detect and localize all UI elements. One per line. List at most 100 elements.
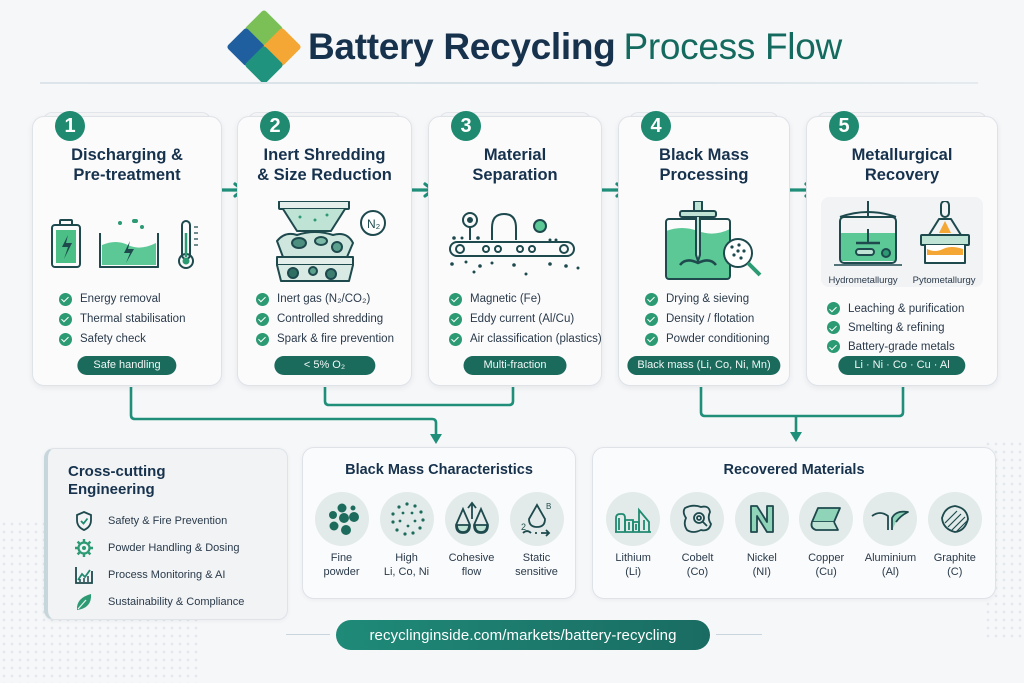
method-labels: Hydrometallurgy Pytometallurgy [821, 275, 983, 286]
gear-icon [74, 538, 94, 558]
material-item: Aluminium(Al) [860, 492, 920, 579]
cross-cutting-item: Powder Handling & Dosing [74, 534, 244, 561]
check-icon [449, 332, 462, 346]
bullet-item: Safety check [59, 329, 215, 349]
check-icon [827, 321, 840, 334]
cross-cutting-item: Process Monitoring & AI [74, 561, 244, 588]
step-card-shredding: 2 Inert Shredding& Size Reduction [237, 111, 412, 386]
step-output-badge: Li · Ni · Co · Cu · Al [838, 356, 966, 375]
aluminium-icon [863, 492, 918, 546]
step-output-badge: Multi-fraction [463, 356, 567, 375]
step-bullets: Leaching & purification Smelting & refin… [827, 299, 991, 356]
svg-text:B: B [546, 502, 551, 511]
cross-cutting-item: Safety & Fire Prevention [74, 507, 244, 534]
check-icon [256, 292, 269, 306]
nickel-icon [734, 492, 789, 546]
nitrogen-badge: N₂ [367, 217, 381, 231]
title-light: Process Flow [623, 26, 842, 67]
check-icon [645, 332, 658, 346]
flow-drops-icon [444, 492, 499, 546]
check-icon [256, 332, 269, 346]
title-bold: Battery Recycling [308, 26, 616, 67]
material-item: Cobelt(Co) [667, 492, 727, 579]
pyrometallurgy-label: Pytometallurgy [912, 275, 976, 286]
material-item: Copper(Cu) [796, 492, 856, 579]
bullet-item: Thermal stabilisation [59, 309, 215, 329]
check-icon [449, 292, 462, 306]
step-number: 1 [55, 111, 85, 141]
dot-ring-icon [379, 492, 434, 546]
connector-step1-to-characteristics [129, 387, 438, 436]
cobalt-icon [670, 492, 725, 546]
copper-icon [799, 492, 854, 546]
material-item: Lithium(Li) [603, 492, 663, 579]
footer-line-left [286, 634, 330, 635]
bullet-item: Magnetic (Fe) [449, 289, 595, 309]
footer-line-right [716, 634, 762, 635]
shredder-icon: N₂ [238, 201, 411, 283]
chart-trend-icon [74, 565, 94, 585]
bullet-item: Controlled shredding [256, 309, 405, 329]
graphite-icon [927, 492, 982, 546]
check-icon [449, 312, 462, 326]
step-output-badge: Black mass (Li, Co, Ni, Mn) [627, 356, 781, 375]
hydrometallurgy-label: Hydrometallurgy [828, 275, 898, 286]
check-icon [827, 340, 840, 353]
material-item: Nickel(NI) [732, 492, 792, 579]
step-bullets: Inert gas (N₂/CO₂) Controlled shredding … [256, 289, 405, 349]
material-item: Graphite(C) [925, 492, 985, 579]
header-divider [40, 82, 978, 84]
bullet-item: Smelting & refining [827, 318, 991, 337]
recovered-materials-panel: Recovered Materials Lithium(Li) Cobelt(C… [592, 447, 996, 599]
step-number: 3 [451, 111, 481, 141]
pyrometallurgy-furnace-icon [919, 201, 970, 264]
check-icon [827, 302, 840, 315]
bullet-item: Spark & fire prevention [256, 329, 405, 349]
step-output-badge: Safe handling [77, 356, 177, 375]
step-title: Discharging &Pre-treatment [71, 146, 183, 184]
characteristics-title: Black Mass Characteristics [345, 462, 533, 478]
svg-text:2: 2 [521, 522, 526, 532]
connector-step2-step3 [323, 387, 515, 407]
mixer-tank-magnifier-icon [619, 201, 789, 283]
hydrometallurgy-reactor-icon [833, 201, 902, 266]
conveyor-magnet-icon [429, 203, 601, 283]
check-icon [59, 332, 72, 346]
bullet-item: Eddy current (Al/Cu) [449, 309, 595, 329]
bullet-item: Drying & sieving [645, 289, 783, 309]
check-icon [59, 292, 72, 306]
check-icon [59, 312, 72, 326]
shield-check-icon [74, 510, 94, 531]
step-card-discharging: 1 Discharging &Pre-treatment [32, 111, 222, 386]
step-number: 4 [641, 111, 671, 141]
step-title: Inert Shredding& Size Reduction [257, 146, 392, 184]
source-url-link[interactable]: recyclinginside.com/markets/battery-recy… [336, 620, 710, 650]
materials-title: Recovered Materials [723, 462, 865, 478]
bullet-item: Air classification (plastics) [449, 329, 602, 349]
check-icon [256, 312, 269, 326]
lithium-icon [606, 492, 661, 546]
step-bullets: Magnetic (Fe) Eddy current (Al/Cu) Air c… [449, 289, 602, 349]
bullet-item: Inert gas (N₂/CO₂) [256, 289, 405, 309]
bullet-item: Energy removal [59, 289, 215, 309]
arrowhead-materials [790, 432, 802, 442]
battery-discharge-bath-thermometer-icon [33, 203, 221, 283]
bullet-item: Battery-grade metals [827, 337, 991, 356]
bullet-item: Powder conditioning [645, 329, 783, 349]
check-icon [645, 292, 658, 306]
